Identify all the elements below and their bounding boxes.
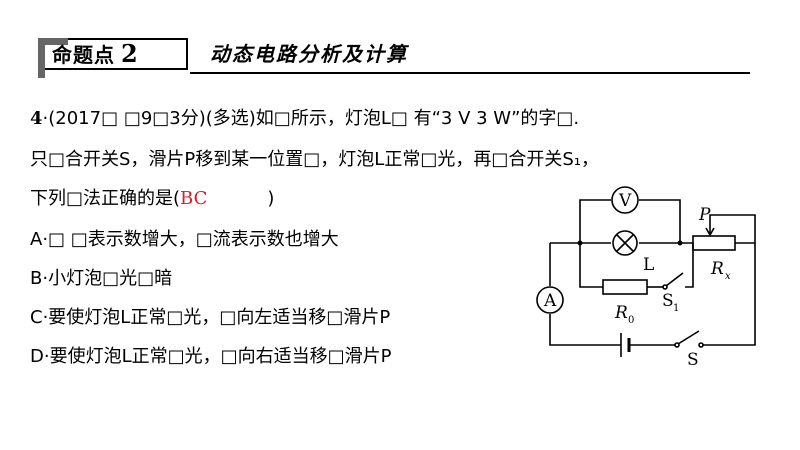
- wire-voltmeter-left: [579, 199, 611, 243]
- question-number: 4: [30, 108, 43, 129]
- header-corner-mark-top: [38, 38, 68, 45]
- question-source: ·(2017: [42, 108, 102, 129]
- resistor-r0-icon: [602, 279, 648, 295]
- switch-s-contact: [698, 342, 704, 348]
- header-underline: [190, 72, 750, 74]
- wire-r0-left: [579, 243, 603, 288]
- switch-s1-blade-icon: [665, 272, 684, 287]
- wire-ammeter-bottom: [549, 314, 621, 346]
- question-close-paren: ): [267, 188, 275, 209]
- wire-s1-right: [685, 243, 694, 288]
- question-line-2: 只□合开关S，滑片P移到某一位置□，灯泡L正常□光，再□合开关S₁，: [30, 149, 599, 170]
- bulb-label: L: [643, 255, 654, 275]
- switch-s1-subscript: 1: [673, 303, 679, 314]
- option-d: D·要使灯泡L正常□光，□向右适当移□滑片P: [30, 346, 392, 367]
- question-line-3: 下列□法正确的是(BC): [30, 184, 274, 210]
- question-line-1: 4·(2017□ □9□3分)(多选)如□所示，灯泡L□ 有“3 V 3 W”的…: [30, 104, 579, 130]
- option-a: A·□ □表示数增大，□流表示数也增大: [30, 229, 339, 250]
- ammeter-icon: [536, 286, 564, 314]
- slider-wire: [709, 214, 756, 244]
- answer-text: BC: [180, 188, 208, 209]
- resistor-r0-subscript: 0: [628, 315, 634, 326]
- rheostat-subscript: x: [725, 271, 731, 282]
- voltmeter-icon: [611, 186, 639, 214]
- voltmeter-label: V: [618, 191, 632, 211]
- switch-s-label: S: [687, 350, 699, 370]
- bulb-icon: [612, 230, 638, 256]
- junction-left: [577, 240, 583, 246]
- option-b: B·小灯泡□光□暗: [30, 268, 173, 289]
- switch-s-pivot: [674, 342, 680, 348]
- header-title: 动态电路分析及计算: [210, 42, 408, 66]
- question-stem-3: 下列□法正确的是(: [30, 188, 181, 209]
- slider-label: P: [698, 205, 711, 225]
- option-c: C·要使灯泡L正常□光，□向左适当移□滑片P: [30, 307, 391, 328]
- bulb-cross: [616, 234, 634, 252]
- header-label-text: 命题点: [52, 43, 115, 67]
- wire-voltmeter-right: [639, 199, 681, 243]
- question-stem-1: □ □9□3分)(多选)如□所示，灯泡L□ 有“3 V 3 W”的字□.: [101, 108, 580, 129]
- switch-s1-pivot: [662, 284, 668, 290]
- switch-s-blade-icon: [677, 330, 700, 345]
- header-corner-mark: [38, 38, 45, 78]
- switch-s1-label: S: [662, 291, 674, 311]
- header-number: 2: [121, 39, 139, 68]
- circuit-diagram: V A L P R x R 0 S 1 S: [536, 186, 756, 370]
- slider-arrow-icon: [705, 227, 715, 237]
- rheostat-label: R: [710, 259, 724, 279]
- wire-right-return: [703, 243, 756, 346]
- ammeter-label: A: [543, 291, 557, 311]
- resistor-r0-label: R: [614, 303, 628, 323]
- rheostat-icon: [692, 235, 736, 251]
- junction-right: [677, 240, 683, 246]
